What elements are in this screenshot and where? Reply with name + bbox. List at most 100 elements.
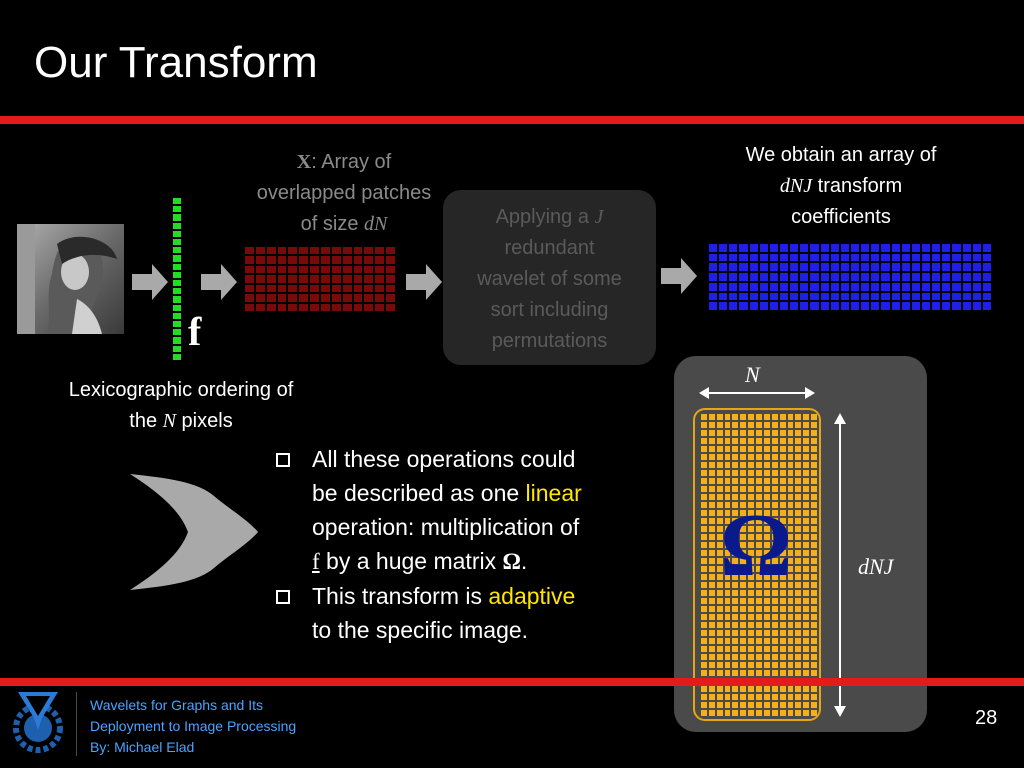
matrix-cell: [716, 646, 723, 652]
matrix-cell: [779, 462, 786, 468]
matrix-cell: [787, 430, 794, 436]
patch-cell: [299, 294, 309, 302]
coefficient-cell: [729, 302, 738, 310]
patch-cell: [299, 275, 309, 283]
matrix-cell: [708, 606, 715, 612]
matrix-cell: [748, 486, 755, 492]
caption-line: We obtain an array of: [745, 144, 937, 166]
matrix-cell: [716, 454, 723, 460]
patch-cell: [288, 303, 298, 311]
matrix-cell: [795, 502, 802, 508]
bullet-line: to the specific image.: [312, 617, 529, 643]
matrix-cell: [756, 606, 762, 612]
coefficient-cell: [952, 244, 961, 252]
matrix-cell: [771, 470, 778, 476]
matrix-cell: [708, 486, 715, 492]
matrix-cell: [748, 710, 755, 716]
matrix-cell: [748, 534, 755, 540]
matrix-cell: [748, 582, 755, 588]
vector-cell: [173, 214, 181, 221]
matrix-cell: [748, 470, 755, 476]
patch-cell: [277, 247, 287, 255]
matrix-cell: [740, 518, 747, 524]
lena-image-icon: [17, 224, 124, 334]
matrix-cell: [811, 694, 817, 700]
matrix-cell: [811, 446, 817, 452]
matrix-cell: [701, 606, 707, 612]
matrix-cell: [771, 694, 778, 700]
caption-text: transform: [812, 175, 903, 197]
coefficient-cell: [769, 292, 778, 301]
patch-cell: [331, 275, 341, 283]
matrix-cell: [732, 518, 739, 524]
matrix-cell: [763, 614, 770, 620]
coefficient-cell: [810, 244, 819, 252]
coefficient-cell: [739, 244, 748, 252]
coefficient-cell: [952, 302, 961, 310]
matrix-cell: [795, 534, 802, 540]
matrix-cell: [716, 550, 723, 556]
vector-cell: [173, 312, 181, 319]
coefficient-cell: [769, 263, 778, 272]
matrix-cell: [787, 478, 794, 484]
vector-cell: [173, 329, 181, 336]
matrix-cell: [756, 622, 762, 628]
matrix-cell: [787, 502, 794, 508]
matrix-cell: [811, 582, 817, 588]
matrix-cell: [716, 606, 723, 612]
patch-cell: [299, 265, 309, 274]
matrix-cell: [779, 646, 786, 652]
patch-cell: [342, 284, 352, 293]
matrix-cell: [701, 438, 707, 444]
matrix-cell: [708, 478, 715, 484]
coefficient-cell: [962, 273, 971, 281]
coefficient-cell: [810, 302, 819, 310]
matrix-cell: [708, 598, 715, 604]
matrix-cell: [803, 598, 810, 604]
matrix-cell: [708, 566, 715, 572]
matrix-cell: [779, 558, 786, 564]
matrix-cell: [787, 510, 794, 516]
coefficient-cell: [830, 302, 839, 310]
matrix-cell: [787, 566, 794, 572]
matrix-cell: [795, 550, 802, 556]
matrix-cell: [756, 502, 762, 508]
coefficient-cell: [810, 263, 819, 272]
vector-cell: [173, 304, 181, 311]
matrix-cell: [787, 582, 794, 588]
patch-cell: [353, 256, 363, 264]
matrix-cell: [708, 542, 715, 548]
matrix-cell: [811, 422, 817, 428]
matrix-cell: [771, 606, 778, 612]
matrix-cell: [763, 590, 770, 596]
matrix-cell: [763, 526, 770, 532]
matrix-cell: [795, 566, 802, 572]
matrix-cell: [803, 694, 810, 700]
matrix-cell: [779, 566, 786, 572]
coefficient-cell: [800, 253, 809, 262]
matrix-cell: [716, 510, 723, 516]
coefficient-cell: [790, 292, 799, 301]
matrix-cell: [763, 566, 770, 572]
matrix-cell: [756, 694, 762, 700]
var-N: N: [162, 410, 176, 432]
patch-cell: [310, 294, 319, 302]
matrix-cell: [771, 614, 778, 620]
patch-cell: [375, 294, 385, 302]
coefficient-cell: [830, 263, 839, 272]
patch-cell: [353, 303, 363, 311]
matrix-cell: [740, 662, 747, 668]
coefficient-cell: [881, 292, 890, 301]
coefficient-cell: [911, 263, 920, 272]
matrix-cell: [732, 622, 739, 628]
matrix-cell: [708, 614, 715, 620]
matrix-cell: [716, 670, 723, 676]
coefficient-cell: [952, 263, 961, 272]
matrix-cell: [811, 534, 817, 540]
coefficient-cell: [749, 292, 758, 301]
caption-line: Applying a J: [443, 202, 656, 233]
vector-cell: [173, 222, 181, 229]
matrix-cell: [771, 430, 778, 436]
bullet-line: operation: multiplication of: [312, 514, 580, 540]
coefficient-cell: [932, 244, 941, 252]
